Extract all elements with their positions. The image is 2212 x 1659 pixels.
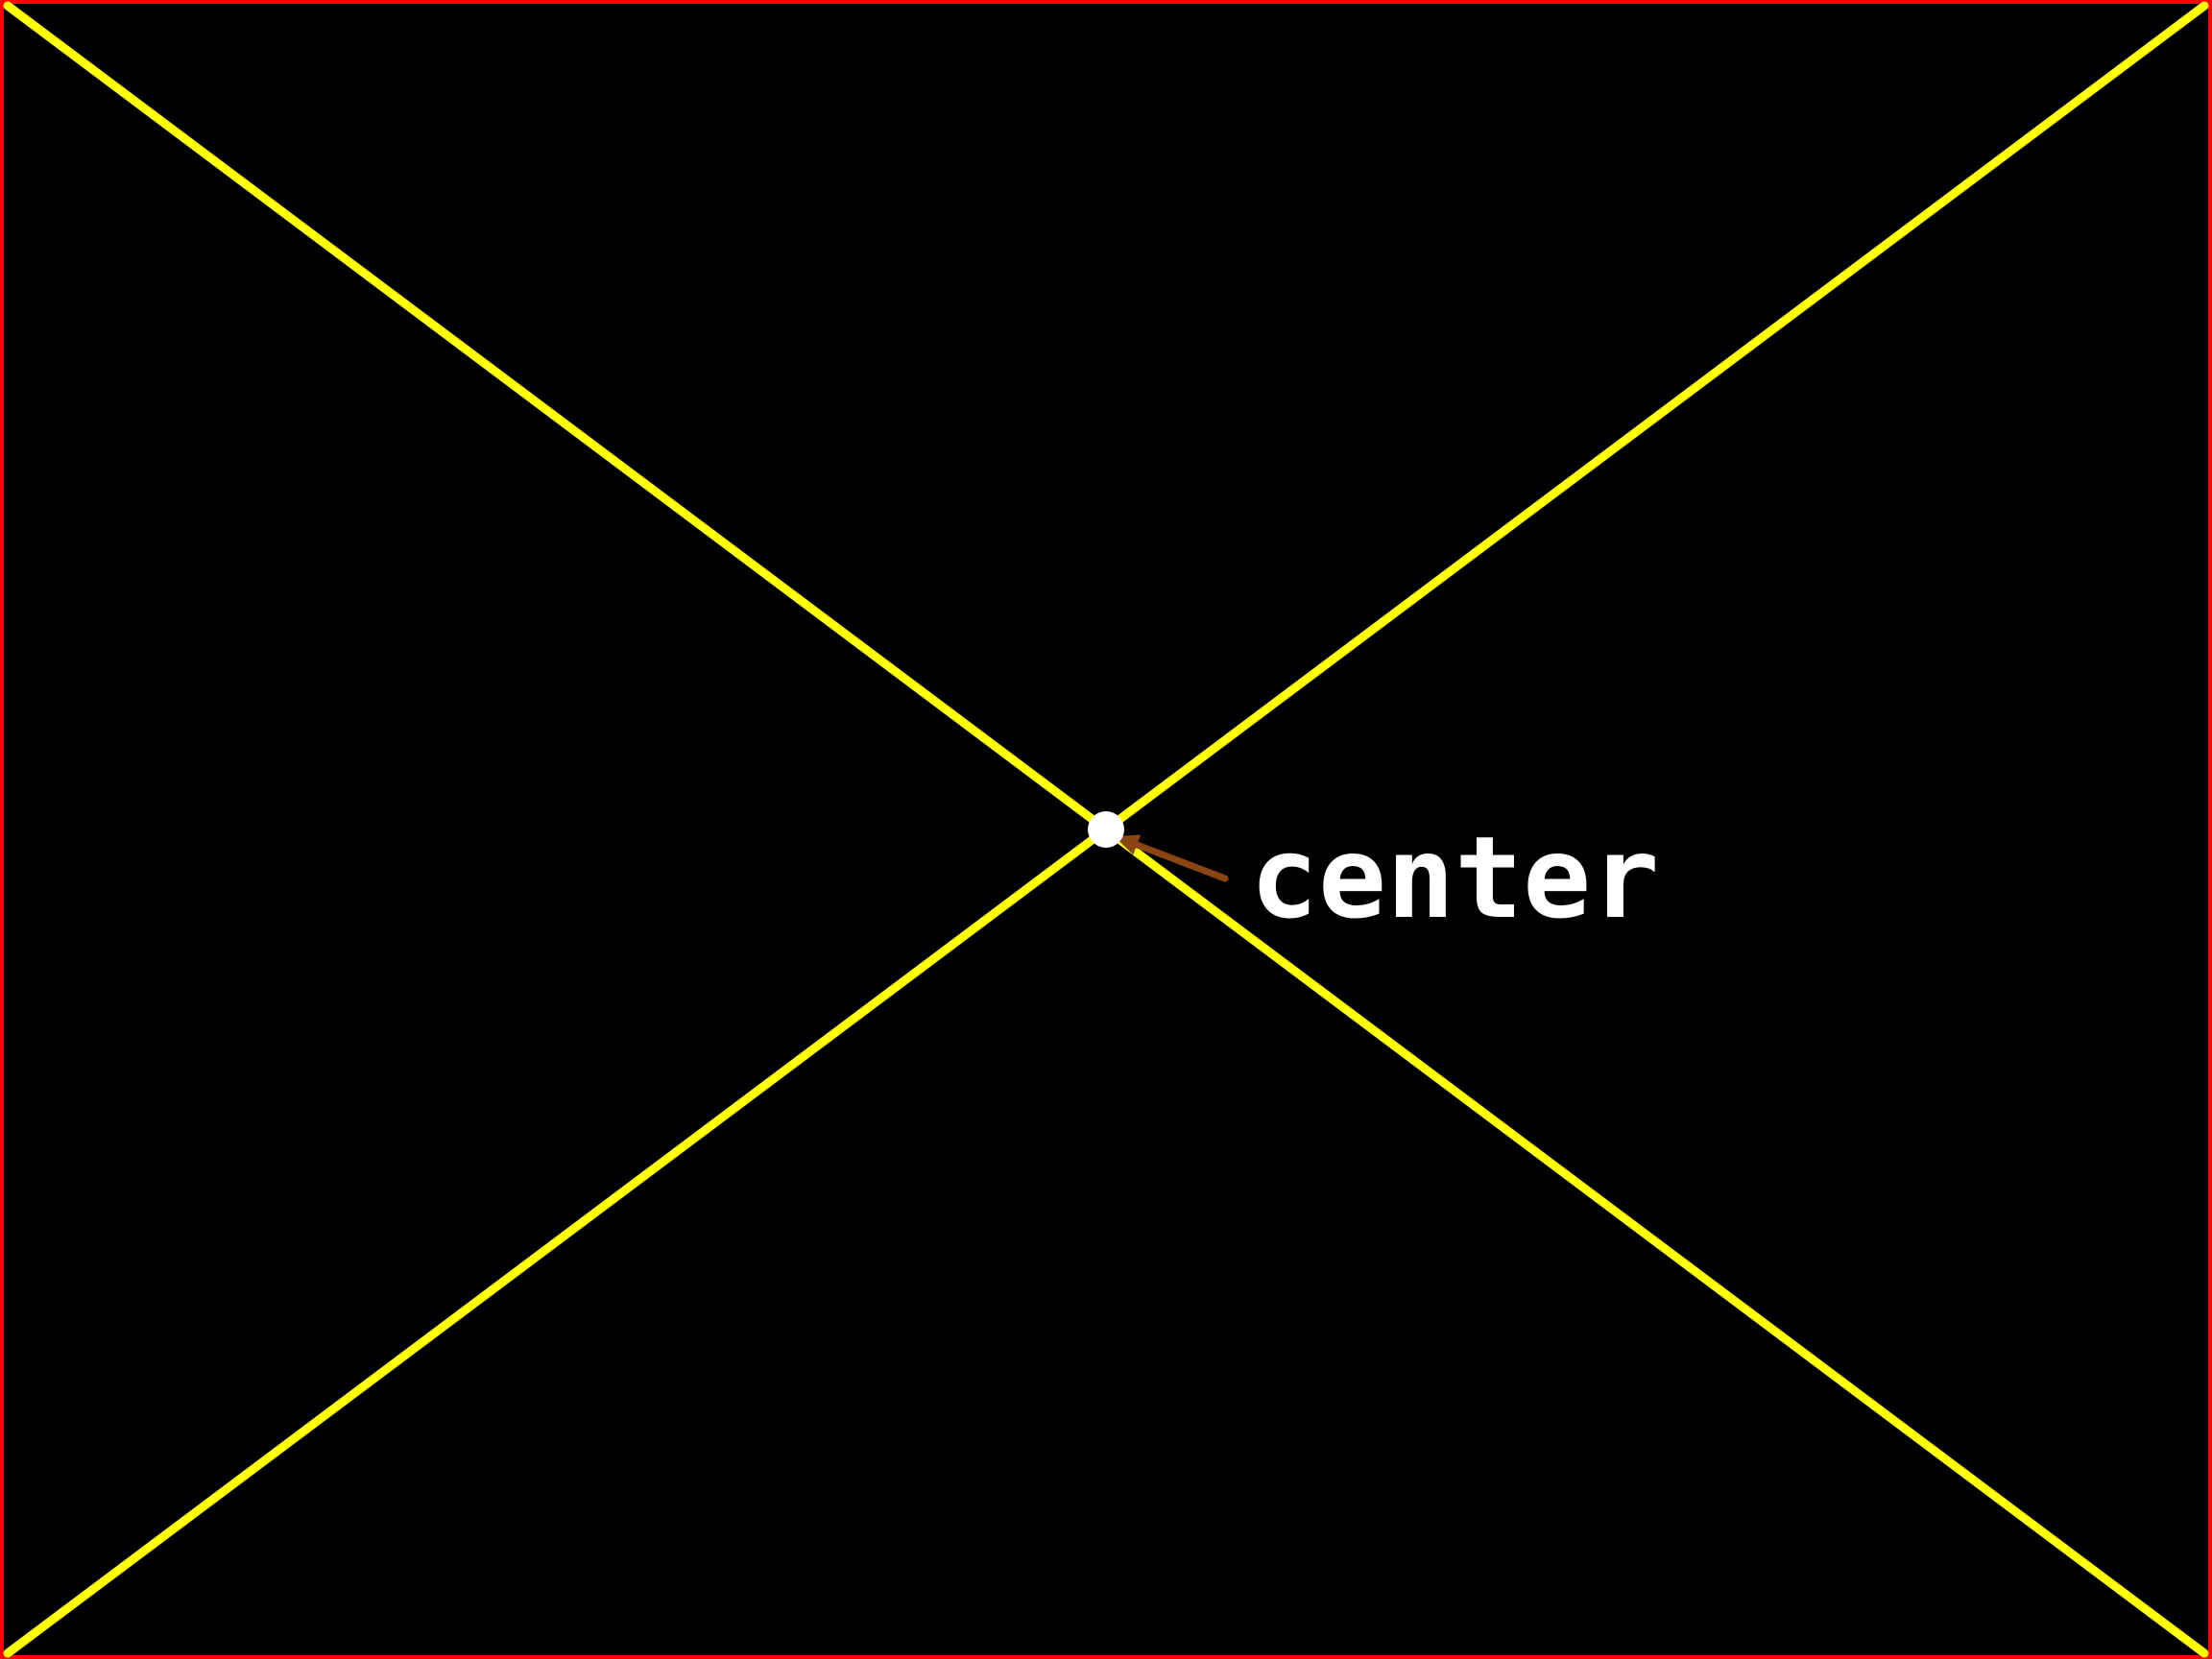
pointer-arrow (1114, 834, 1229, 882)
center-label: center (1250, 811, 1659, 944)
center-point (1088, 811, 1124, 848)
